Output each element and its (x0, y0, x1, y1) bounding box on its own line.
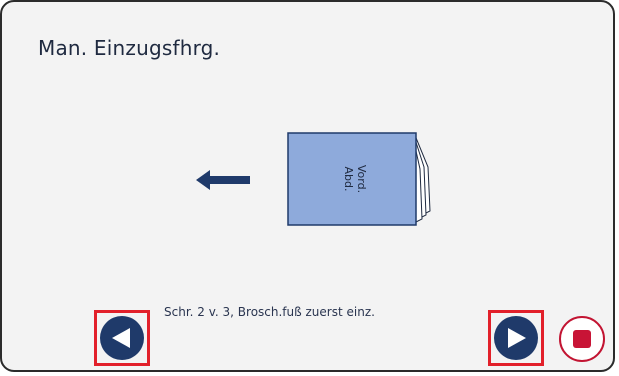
back-button-circle[interactable] (100, 316, 144, 360)
booklet-illustration: Vord. Abd. (287, 132, 431, 226)
next-button-circle[interactable] (494, 316, 538, 360)
booklet-label: Vord. Abd. (342, 165, 368, 193)
triangle-right-icon (508, 328, 526, 348)
next-button[interactable] (488, 310, 544, 366)
back-button[interactable] (94, 310, 150, 366)
booklet-label-line1: Vord. (355, 165, 368, 193)
triangle-left-icon (112, 328, 130, 348)
stop-square-icon (573, 330, 591, 348)
stop-button[interactable] (559, 316, 605, 362)
booklet-label-line2: Abd. (342, 167, 355, 192)
instruction-text: Schr. 2 v. 3, Brosch.fuß zuerst einz. (164, 305, 375, 319)
page-title: Man. Einzugsfhrg. (38, 36, 221, 60)
arrow-left-icon (196, 170, 250, 190)
